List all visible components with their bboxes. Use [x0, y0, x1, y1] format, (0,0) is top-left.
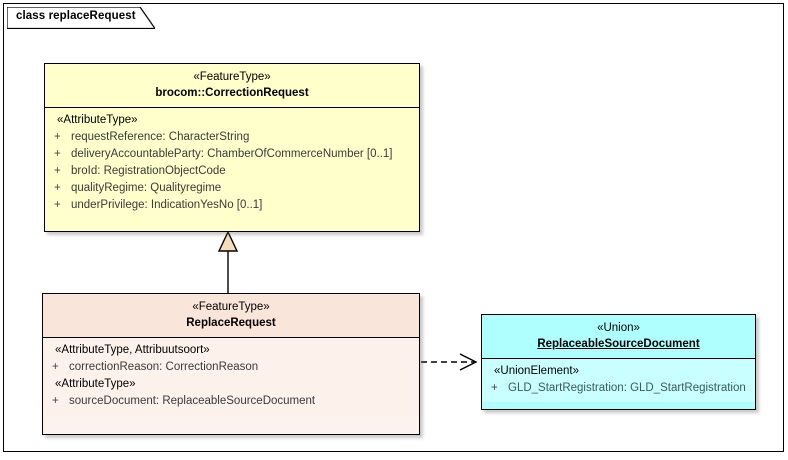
- class-header-replaceable-source-document: «Union» ReplaceableSourceDocument: [482, 315, 755, 359]
- attribute-text: qualityRegime: Qualityregime: [71, 182, 222, 194]
- attribute-row: + GLD_StartRegistration: GLD_StartRegistr…: [486, 380, 751, 397]
- attribute-visibility: +: [52, 395, 59, 407]
- attribute-row: + qualityRegime: Qualityregime: [49, 180, 415, 197]
- attribute-group-label: «UnionElement»: [494, 365, 580, 377]
- attribute-row: + underPrivilege: IndicationYesNo [0..1]: [49, 197, 415, 214]
- frame-title-tab: class replaceRequest: [7, 7, 155, 29]
- class-stereotype: «FeatureType»: [193, 71, 271, 83]
- class-attributes-replaceable-source-document: «UnionElement» + GLD_StartRegistration: G…: [482, 359, 755, 402]
- attribute-text: deliveryAccountableParty: ChamberOfComme…: [71, 148, 393, 160]
- attribute-row: + deliveryAccountableParty: ChamberOfComm…: [49, 146, 415, 163]
- class-name: ReplaceRequest: [186, 317, 276, 329]
- attribute-row: + correctionReason: CorrectionReason: [47, 359, 415, 376]
- attribute-visibility: +: [491, 382, 498, 394]
- attribute-visibility: +: [54, 148, 61, 160]
- class-name: brocom::CorrectionRequest: [155, 87, 309, 99]
- class-box-replaceable-source-document[interactable]: «Union» ReplaceableSourceDocument «Union…: [481, 314, 756, 410]
- generalization-connector: [217, 230, 239, 293]
- frame-title-label: class replaceRequest: [16, 10, 136, 22]
- class-stereotype: «Union»: [597, 322, 640, 334]
- class-attributes-replace-request: «AttributeType, Attribuutsoort» + correct…: [43, 338, 419, 415]
- attribute-text: sourceDocument: ReplaceableSourceDocumen…: [69, 395, 316, 407]
- attribute-text: requestReference: CharacterString: [71, 131, 250, 143]
- class-box-replace-request[interactable]: «FeatureType» ReplaceRequest «AttributeT…: [42, 293, 420, 435]
- class-header-correction-request: «FeatureType» brocom::CorrectionRequest: [45, 64, 419, 108]
- attribute-visibility: +: [54, 182, 61, 194]
- class-name: ReplaceableSourceDocument: [537, 338, 700, 350]
- dependency-connector: [421, 353, 478, 371]
- class-stereotype: «FeatureType»: [192, 301, 270, 313]
- attribute-text: GLD_StartRegistration: GLD_StartRegistra…: [508, 382, 746, 394]
- attribute-visibility: +: [54, 199, 61, 211]
- attribute-row: + broId: RegistrationObjectCode: [49, 163, 415, 180]
- class-header-replace-request: «FeatureType» ReplaceRequest: [43, 294, 419, 338]
- attribute-visibility: +: [54, 165, 61, 177]
- attribute-visibility: +: [54, 131, 61, 143]
- class-attributes-correction-request: «AttributeType» + requestReference: Chara…: [45, 108, 419, 219]
- attribute-row: + sourceDocument: ReplaceableSourceDocume…: [47, 393, 415, 410]
- attribute-visibility: +: [52, 361, 59, 373]
- attribute-group-label: «AttributeType, Attribuutsoort»: [55, 344, 210, 356]
- diagram-frame: class replaceRequest «FeatureType» broco…: [3, 3, 784, 452]
- attribute-row: + requestReference: CharacterString: [49, 129, 415, 146]
- attribute-text: broId: RegistrationObjectCode: [71, 165, 226, 177]
- class-box-correction-request[interactable]: «FeatureType» brocom::CorrectionRequest …: [44, 63, 420, 232]
- attribute-group-label: «AttributeType»: [55, 378, 136, 390]
- frame-tab-shape: [7, 7, 155, 29]
- attribute-text: correctionReason: CorrectionReason: [69, 361, 259, 373]
- attribute-group-label: «AttributeType»: [57, 114, 138, 126]
- attribute-text: underPrivilege: IndicationYesNo [0..1]: [71, 199, 263, 211]
